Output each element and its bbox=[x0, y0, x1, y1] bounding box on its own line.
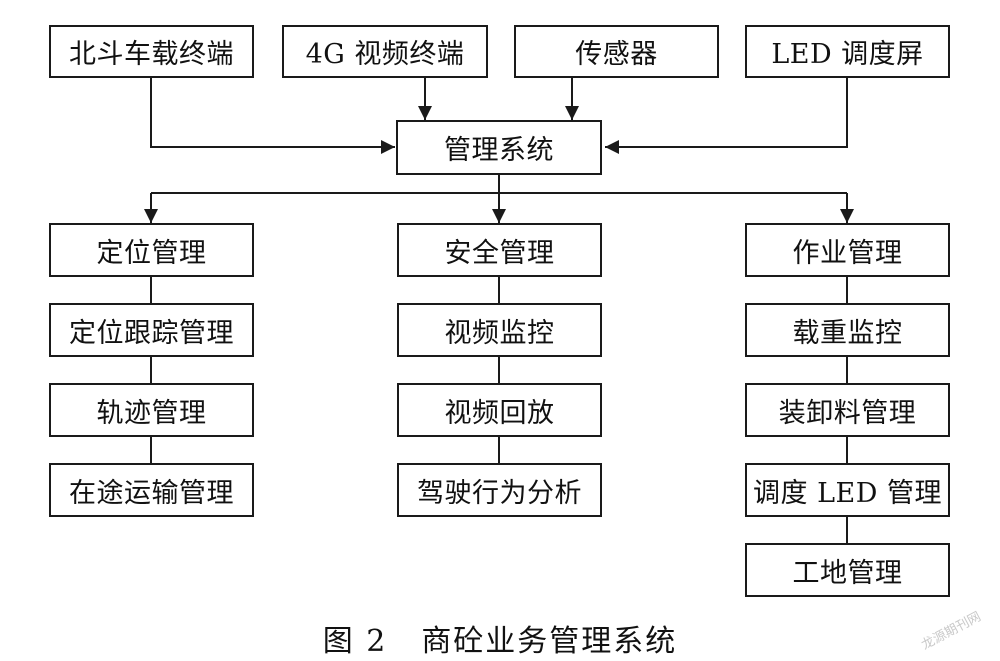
node-loading-unloading-management: 装卸料管理 bbox=[745, 383, 950, 437]
node-dispatch-led-management: 调度 LED 管理 bbox=[745, 463, 950, 517]
node-safety-management: 安全管理 bbox=[397, 223, 602, 277]
node-load-monitoring: 载重监控 bbox=[745, 303, 950, 357]
node-sensor: 传感器 bbox=[514, 25, 719, 78]
figure-title: 商砼业务管理系统 bbox=[421, 624, 678, 659]
node-positioning-management: 定位管理 bbox=[49, 223, 254, 277]
arrow-led-to-center bbox=[605, 77, 848, 154]
node-led-screen: LED 调度屏 bbox=[745, 25, 950, 78]
node-positioning-tracking: 定位跟踪管理 bbox=[49, 303, 254, 357]
node-beidou-terminal: 北斗车载终端 bbox=[49, 25, 254, 78]
figure-caption: 图 2 商砼业务管理系统 bbox=[0, 616, 1000, 660]
node-management-system: 管理系统 bbox=[396, 120, 602, 175]
node-operation-management: 作业管理 bbox=[745, 223, 950, 277]
node-site-management: 工地管理 bbox=[745, 543, 950, 597]
node-4g-video-terminal: 4G 视频终端 bbox=[282, 25, 488, 78]
node-video-playback: 视频回放 bbox=[397, 383, 602, 437]
node-driving-behavior-analysis: 驾驶行为分析 bbox=[397, 463, 602, 517]
node-video-monitoring: 视频监控 bbox=[397, 303, 602, 357]
node-trajectory-management: 轨迹管理 bbox=[49, 383, 254, 437]
arrow-beidou-to-center bbox=[150, 77, 395, 154]
node-in-transit-management: 在途运输管理 bbox=[49, 463, 254, 517]
figure-number: 图 2 bbox=[322, 624, 388, 659]
